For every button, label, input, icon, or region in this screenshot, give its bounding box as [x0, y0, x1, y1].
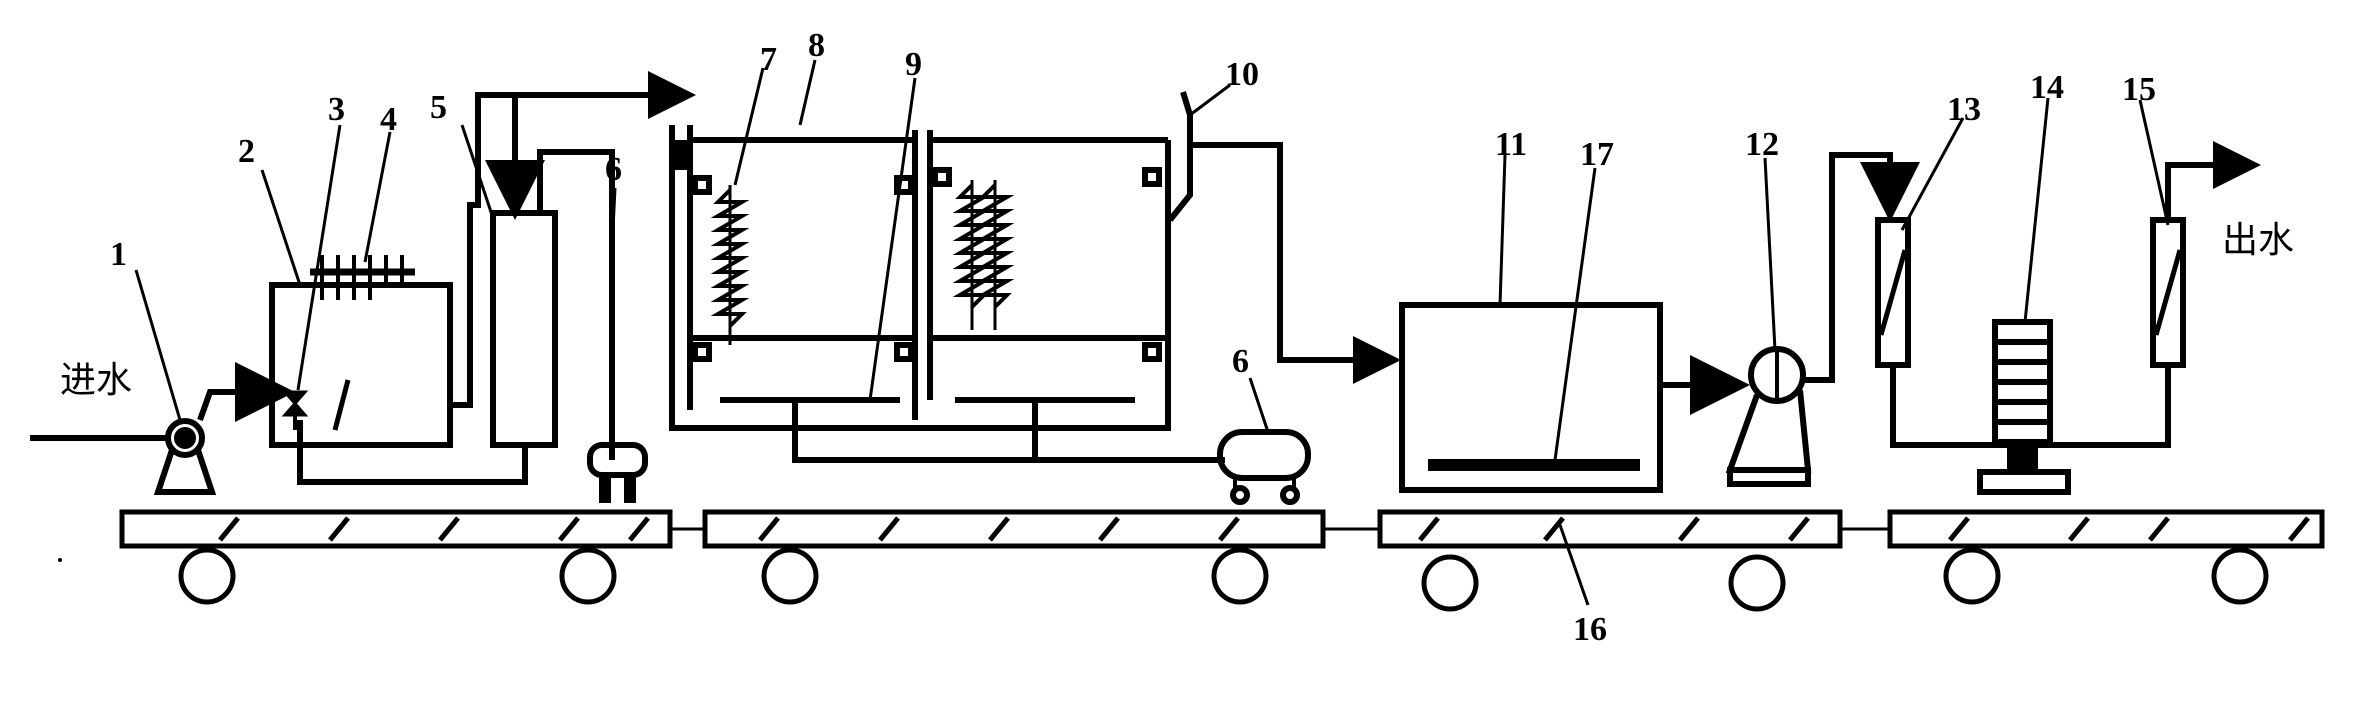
- fiber-carriers-middle: [952, 180, 992, 330]
- callout-11: 11: [1495, 126, 1527, 163]
- callout-8: 8: [808, 27, 825, 64]
- callout-6-right: 6: [1232, 343, 1249, 380]
- outlet-label: 出水: [2222, 220, 2294, 261]
- bioreactor-tank: [669, 125, 1171, 431]
- cart-1: [119, 509, 673, 605]
- callout-12: 12: [1745, 126, 1779, 163]
- stack-unit-14: [1977, 319, 2071, 495]
- filter-column: [490, 210, 558, 448]
- fiber-carriers-right: [975, 180, 1015, 330]
- cart-2-wheel-left: [761, 547, 819, 605]
- callout-3: 3: [328, 91, 345, 128]
- heater: [310, 255, 415, 300]
- outlet-pipe: [2165, 141, 2261, 220]
- reactor-to-settler-pipe: [1190, 142, 1401, 384]
- callout-6-left: 6: [605, 151, 622, 188]
- outlet-pump: [1725, 346, 1812, 487]
- callout-4: 4: [380, 101, 397, 138]
- tank-to-column-pipe: [450, 71, 696, 408]
- air-supply-pipe: [792, 400, 1225, 463]
- callout-16: 16: [1573, 611, 1607, 648]
- cart-3-wheel-right: [1728, 554, 1786, 612]
- callout-15: 15: [2122, 71, 2156, 108]
- callout-13: 13: [1947, 91, 1981, 128]
- air-blower-left: [587, 442, 648, 503]
- filter-13-to-15-pipe: [1890, 365, 2171, 448]
- column-drain-pipe: [297, 420, 528, 485]
- cart-1-wheel-left: [178, 547, 236, 605]
- cart-2-wheel-right: [1211, 547, 1269, 605]
- filter-15: [2150, 217, 2186, 368]
- callout-10: 10: [1225, 56, 1259, 93]
- callout-1: 1: [110, 236, 127, 273]
- cart-3: [1377, 509, 1843, 612]
- inlet-pump: [153, 418, 217, 495]
- stray-dot: [58, 558, 62, 562]
- callout-14: 14: [2030, 69, 2064, 106]
- overflow-weir: [1165, 91, 1193, 225]
- callout-7: 7: [760, 41, 777, 78]
- settling-tank: [1399, 302, 1663, 493]
- cart-4: [1887, 509, 2325, 605]
- air-blower-right: [1217, 429, 1311, 505]
- fiber-carriers-left: [710, 185, 750, 345]
- leader-lines: [134, 59, 2170, 606]
- cart-4-wheel-left: [1943, 547, 2001, 605]
- callout-2: 2: [238, 133, 255, 170]
- inlet-label: 进水: [60, 360, 132, 401]
- pump-to-tank-pipe: [197, 362, 295, 422]
- tank-inner-baffle: [332, 379, 351, 431]
- callout-9: 9: [905, 46, 922, 83]
- cart-1-wheel-right: [559, 547, 617, 605]
- filter-13: [1875, 217, 1911, 368]
- callout-5: 5: [430, 89, 447, 126]
- callout-17: 17: [1580, 136, 1614, 173]
- column-recirculation-pipe: [537, 149, 615, 460]
- cart-4-wheel-right: [2211, 547, 2269, 605]
- valve: [281, 390, 309, 430]
- cart-3-wheel-left: [1421, 554, 1479, 612]
- pump-to-filter-13-pipe: [1800, 152, 1920, 383]
- feed-tank: [269, 282, 453, 448]
- cart-2: [702, 509, 1326, 605]
